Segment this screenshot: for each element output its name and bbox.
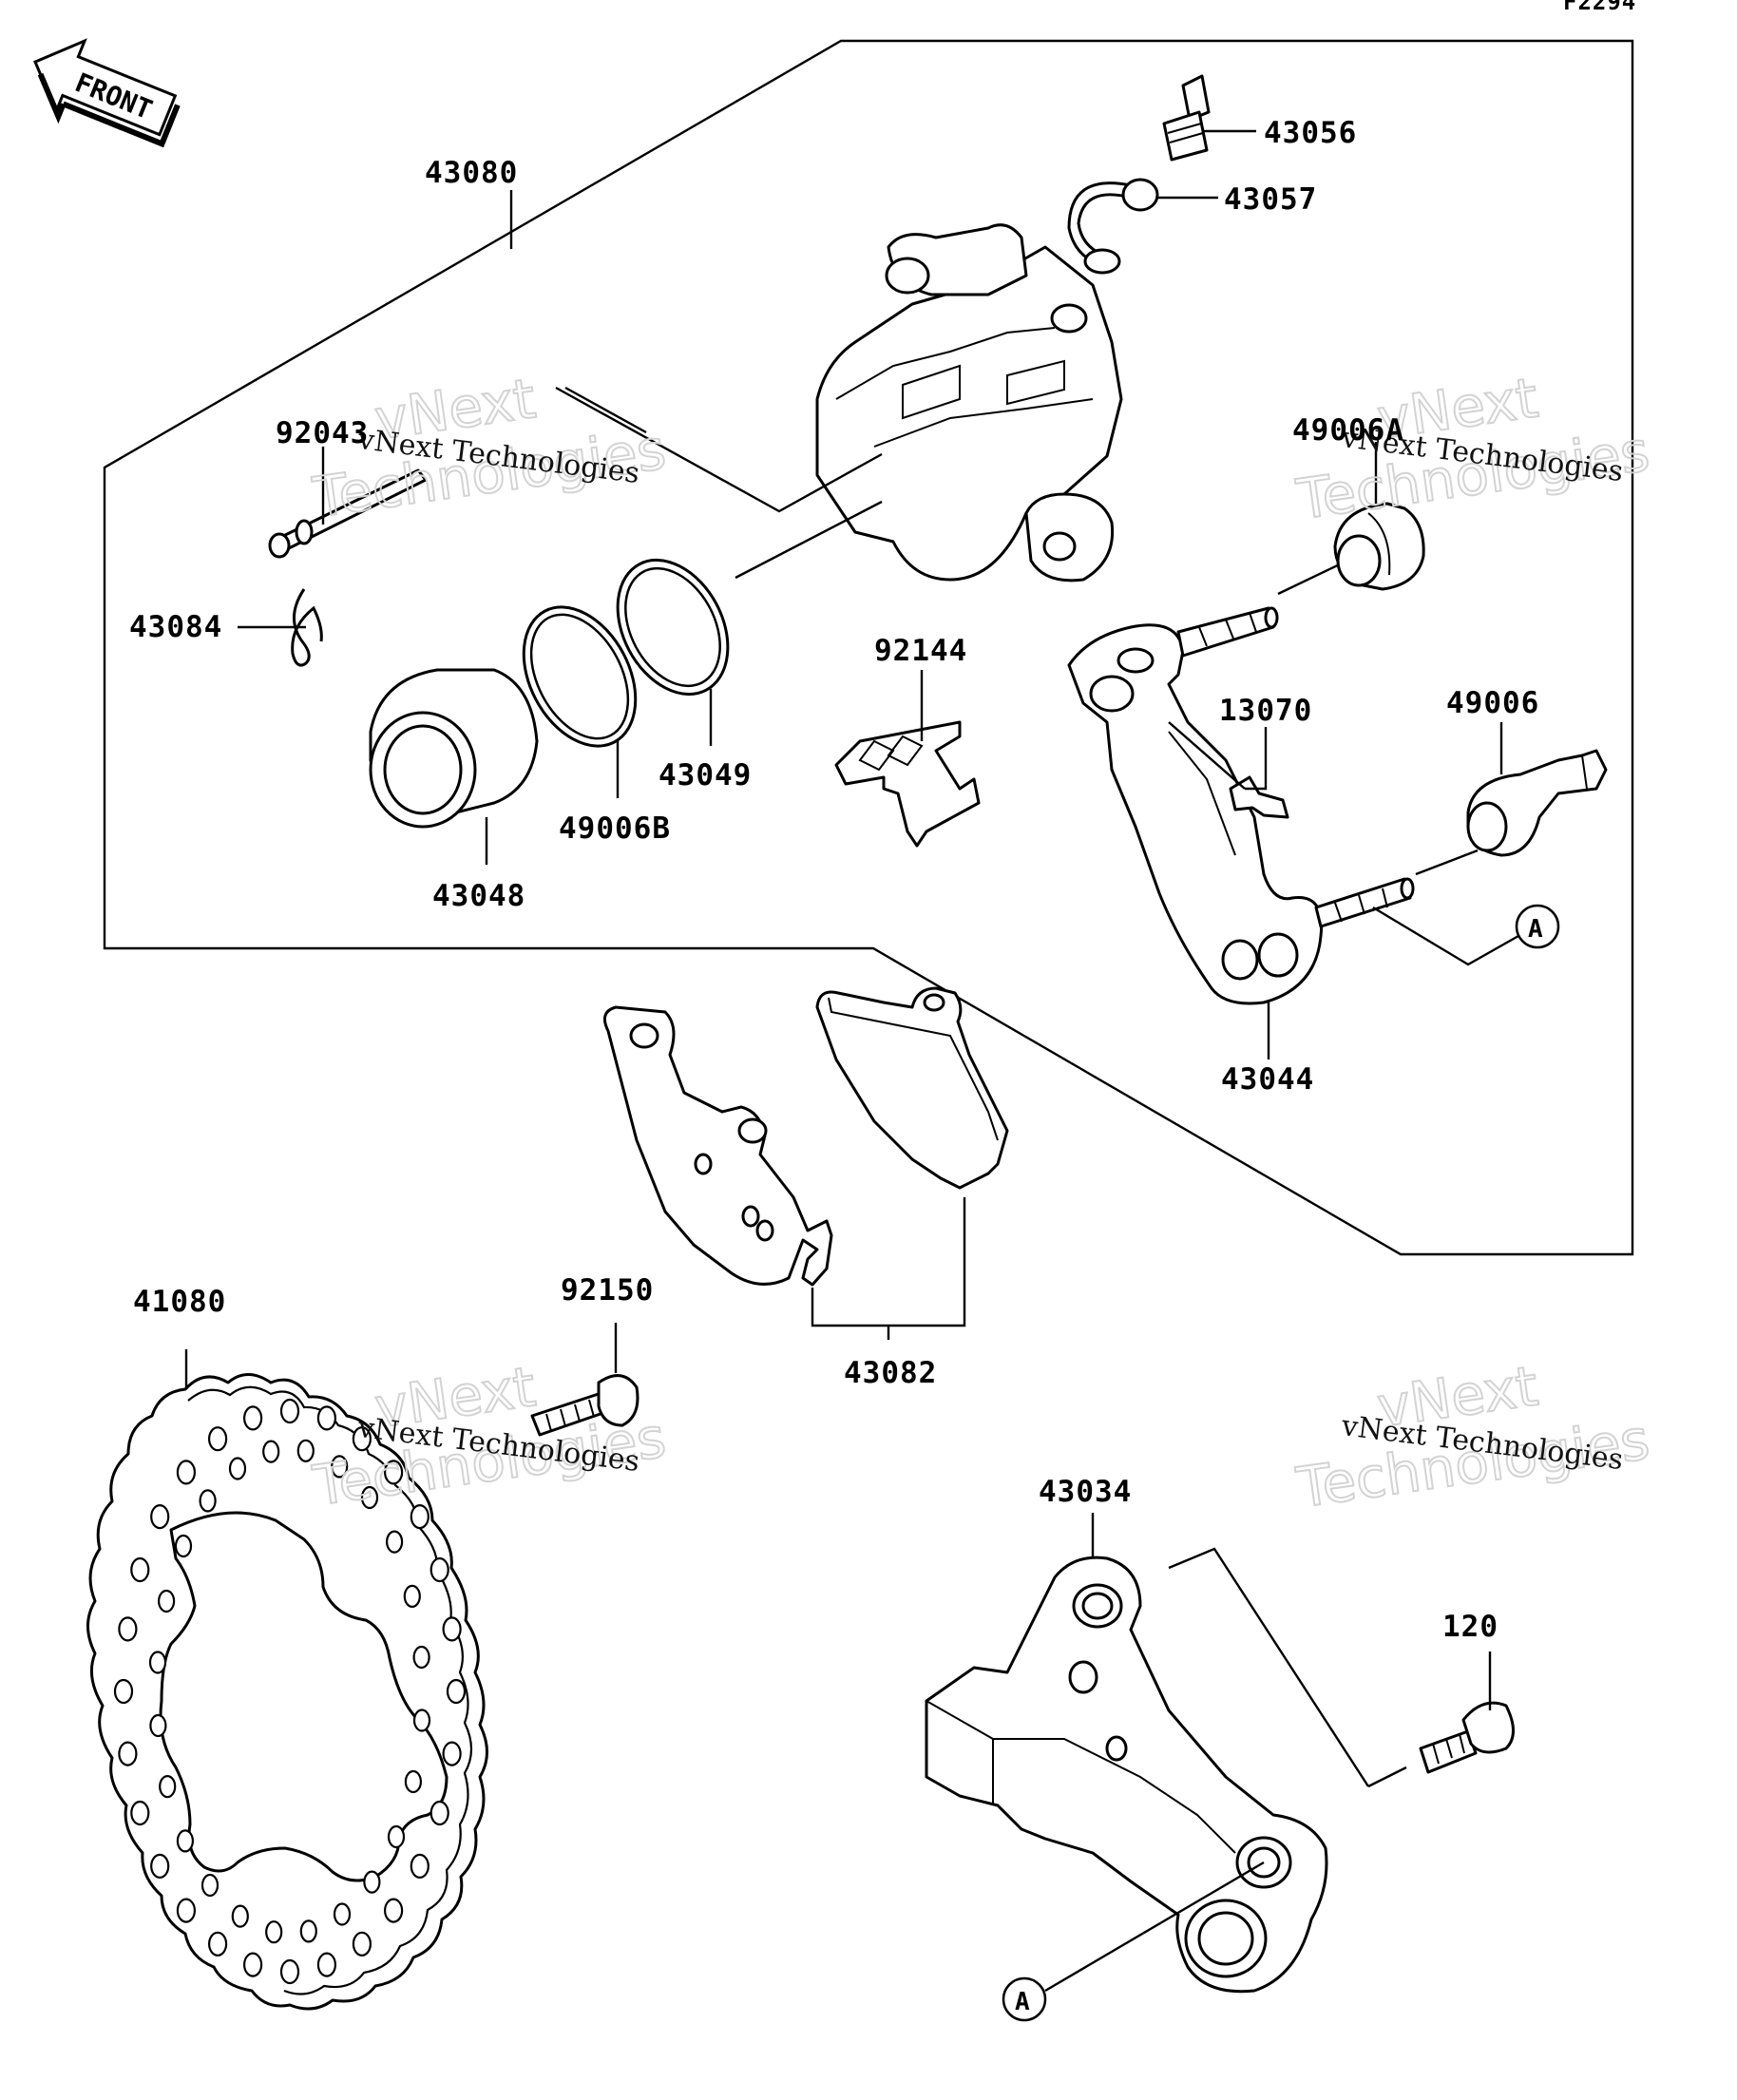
brake-pad-left	[602, 1005, 833, 1287]
disc-hole	[231, 1904, 249, 1928]
disc-hole	[429, 1800, 449, 1826]
disc-hole	[333, 1902, 352, 1926]
ref-a-upper-label: A	[1528, 915, 1543, 944]
front-arrow-icon: FRONT	[33, 38, 181, 148]
label-43049: 43049	[659, 758, 752, 792]
pad-spring	[834, 720, 981, 848]
disc-hole	[404, 1769, 422, 1794]
disc-hole	[243, 1405, 263, 1431]
disc-hole	[208, 1931, 228, 1957]
disc-hole	[387, 1824, 406, 1849]
disc-hole	[199, 1489, 217, 1513]
disc-hole	[412, 1645, 430, 1670]
disc-hole	[228, 1457, 247, 1480]
disc-hole	[176, 1898, 196, 1923]
disc-hole	[130, 1800, 150, 1826]
disc-holes	[113, 1398, 467, 1985]
disc-hole	[331, 1455, 349, 1479]
disc-hole	[130, 1556, 150, 1583]
caliper-piston	[369, 668, 539, 829]
disc-hole	[265, 1920, 283, 1944]
brake-pad-right	[815, 986, 1009, 1190]
dust-seal-49006B	[522, 605, 638, 748]
mounting-bracket	[925, 1556, 1328, 1994]
disc-hole	[159, 1774, 177, 1799]
disc-hole	[243, 1952, 263, 1977]
retaining-clip	[291, 588, 323, 667]
piston-seal-43049	[616, 558, 730, 697]
label-43057: 43057	[1224, 182, 1317, 217]
disc-hole	[299, 1919, 317, 1943]
disc-hole	[384, 1460, 404, 1485]
disc-hole	[118, 1616, 138, 1642]
caliper-assembly-outline	[103, 39, 1634, 1256]
disc-hole	[296, 1439, 315, 1462]
bleed-valve	[1162, 74, 1211, 162]
label-120: 120	[1442, 1610, 1498, 1644]
disc-hole	[316, 1952, 336, 1977]
disc-hole	[279, 1398, 300, 1424]
label-49006B: 49006B	[559, 811, 671, 846]
disc-hole	[176, 1829, 194, 1853]
bracket-bolt	[1419, 1701, 1515, 1774]
disc-hole	[403, 1584, 421, 1609]
label-13070: 13070	[1219, 694, 1312, 728]
disc-hole	[200, 1873, 220, 1898]
slide-pin-lower	[1314, 877, 1415, 928]
label-92144: 92144	[874, 634, 967, 668]
label-43056: 43056	[1264, 116, 1357, 150]
disc-hole	[442, 1616, 462, 1642]
caliper-body	[815, 223, 1123, 582]
disc-hole	[429, 1556, 449, 1583]
disc-hole	[410, 1853, 429, 1880]
disc-hole	[316, 1405, 336, 1431]
ref-marker-a-lower: A	[1002, 1976, 1047, 2022]
disc-hole	[262, 1440, 280, 1463]
disc-hole	[150, 1853, 170, 1880]
label-92150: 92150	[561, 1273, 654, 1308]
disc-hole	[149, 1713, 167, 1738]
disc-hole	[279, 1958, 300, 1985]
pin-boot-lower	[1466, 749, 1608, 857]
label-49006: 49006	[1446, 686, 1539, 720]
disc-hole	[352, 1931, 372, 1957]
label-43080: 43080	[425, 156, 518, 190]
bleed-cap	[1067, 178, 1159, 275]
disc-hole	[386, 1530, 404, 1554]
label-43048: 43048	[432, 879, 525, 913]
disc-bolt	[530, 1374, 639, 1437]
disc-hole	[174, 1534, 193, 1558]
disc-hole	[113, 1678, 134, 1705]
ref-a-lower-label: A	[1015, 1988, 1030, 2016]
label-43034: 43034	[1039, 1475, 1132, 1509]
disc-hole	[412, 1709, 431, 1732]
disc-hole	[446, 1678, 467, 1705]
disc-hole	[148, 1651, 167, 1674]
disc-hole	[352, 1426, 372, 1452]
disc-hole	[363, 1870, 381, 1894]
disc-hole	[158, 1589, 176, 1613]
disc-hole	[150, 1503, 170, 1530]
label-43044: 43044	[1221, 1062, 1314, 1097]
disc-hole	[410, 1503, 429, 1530]
slide-pin-upper	[1176, 606, 1279, 658]
caliper-bracket	[1067, 623, 1324, 1005]
diagram-code: F2294	[1563, 0, 1636, 15]
ref-marker-a-upper: A	[1515, 904, 1560, 949]
pin-boot-upper	[1333, 502, 1425, 591]
disc-hole	[208, 1426, 228, 1452]
label-49006A: 49006A	[1292, 413, 1404, 448]
label-41080: 41080	[133, 1285, 226, 1319]
disc-hole	[384, 1898, 404, 1923]
label-92043: 92043	[276, 416, 369, 450]
disc-hole	[176, 1460, 196, 1485]
label-43082: 43082	[844, 1356, 937, 1390]
disc-hole	[360, 1485, 379, 1510]
label-43084: 43084	[129, 610, 222, 644]
disc-hole	[442, 1741, 462, 1766]
caliper-pin	[268, 468, 428, 559]
disc-hole	[118, 1741, 138, 1766]
